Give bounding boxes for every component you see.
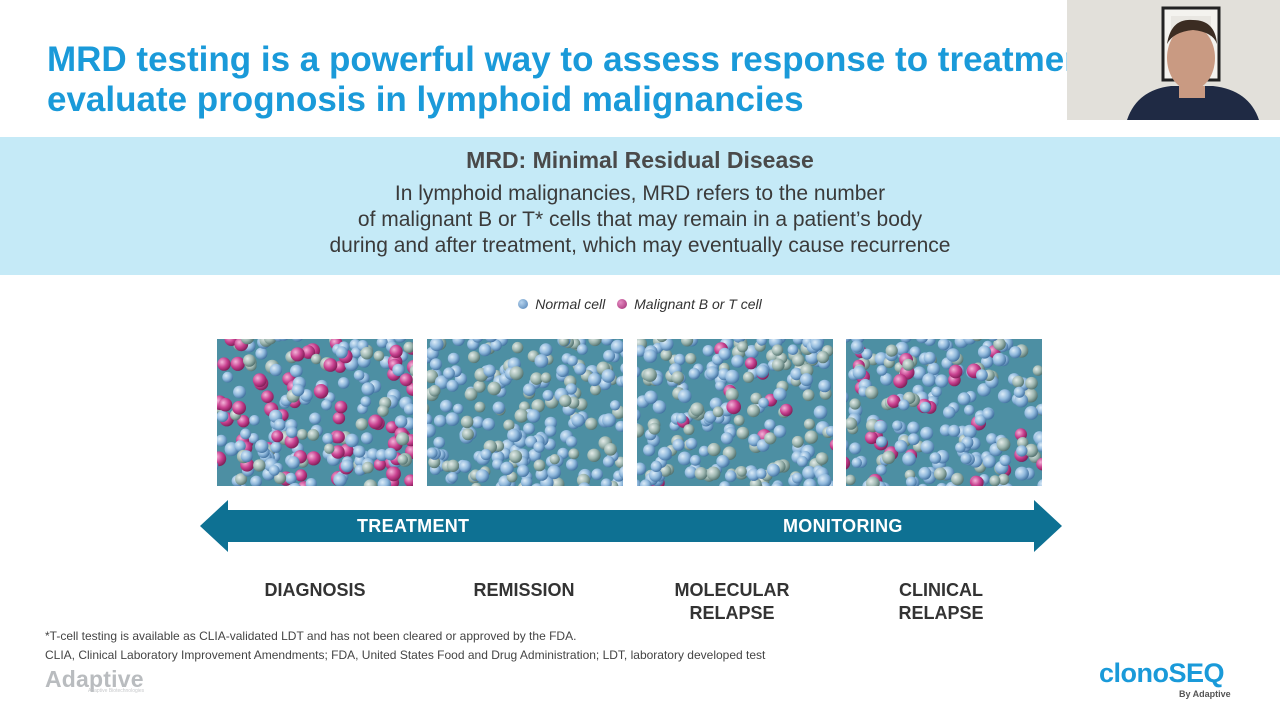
- stage-clinical-relapse: CLINICAL RELAPSE: [851, 579, 1031, 625]
- definition-text: In lymphoid malignancies, MRD refers to …: [0, 181, 1280, 259]
- stage-diagnosis: DIAGNOSIS: [225, 579, 405, 602]
- definition-line: of malignant B or T* cells that may rema…: [357, 208, 923, 231]
- legend-malignant-label: Malignant B or T cell: [634, 296, 762, 312]
- cells-clinical-relapse-image: [846, 339, 1042, 486]
- slide-title-line2: evaluate prognosis in lymphoid malignanc…: [47, 80, 804, 119]
- stage-label: RELAPSE: [689, 603, 775, 623]
- panel-diagnosis: [217, 339, 413, 486]
- cells-remission-image: [427, 339, 623, 486]
- stage-label: MOLECULAR: [674, 580, 790, 600]
- slide-title-line1: MRD testing is a powerful way to assess …: [47, 40, 1170, 79]
- clonoseq-logo-sub: By Adaptive: [1179, 689, 1231, 699]
- panel-remission: [427, 339, 623, 486]
- stage-molecular-relapse: MOLECULAR RELAPSE: [642, 579, 822, 625]
- legend-normal-label: Normal cell: [535, 296, 606, 312]
- cell-legend: Normal cell Malignant B or T cell: [0, 296, 1280, 312]
- double-arrow-icon: [200, 500, 1062, 552]
- panel-molecular-relapse: [637, 339, 833, 486]
- stage-remission: REMISSION: [434, 579, 614, 602]
- legend-normal: Normal cell: [518, 296, 605, 312]
- footnote-abbreviations: CLIA, Clinical Laboratory Improvement Am…: [45, 648, 766, 662]
- definition-heading: MRD: Minimal Residual Disease: [466, 147, 814, 173]
- arrow-label-monitoring: MONITORING: [783, 516, 903, 536]
- presenter-video: [1067, 0, 1280, 120]
- adaptive-logo: Adaptive: [45, 666, 144, 692]
- stage-label: REMISSION: [473, 580, 575, 600]
- presenter-image: [1067, 0, 1280, 120]
- definition-line: during and after treatment, which may ev…: [329, 234, 951, 257]
- arrow-label-treatment: TREATMENT: [357, 516, 470, 536]
- stage-label: RELAPSE: [898, 603, 984, 623]
- stage-label: CLINICAL: [899, 580, 983, 600]
- adaptive-logo-sub: Adaptive Biotechnologies: [88, 688, 145, 694]
- footnote-tcell: *T-cell testing is available as CLIA-val…: [45, 629, 577, 643]
- clonoseq-logo: clonoSEQ: [1099, 658, 1225, 688]
- legend-malignant: Malignant B or T cell: [617, 296, 762, 312]
- cells-diagnosis-image: [217, 339, 413, 486]
- definition-band: [0, 137, 1280, 275]
- stage-label: DIAGNOSIS: [264, 580, 366, 600]
- definition-line: In lymphoid malignancies, MRD refers to …: [394, 182, 886, 205]
- cells-molecular-relapse-image: [637, 339, 833, 486]
- timeline-arrow: [200, 500, 1062, 552]
- panel-clinical-relapse: [846, 339, 1042, 486]
- slide-title: MRD testing is a powerful way to assess …: [47, 40, 1247, 120]
- normal-cell-icon: [518, 299, 529, 309]
- malignant-cell-icon: [617, 299, 628, 309]
